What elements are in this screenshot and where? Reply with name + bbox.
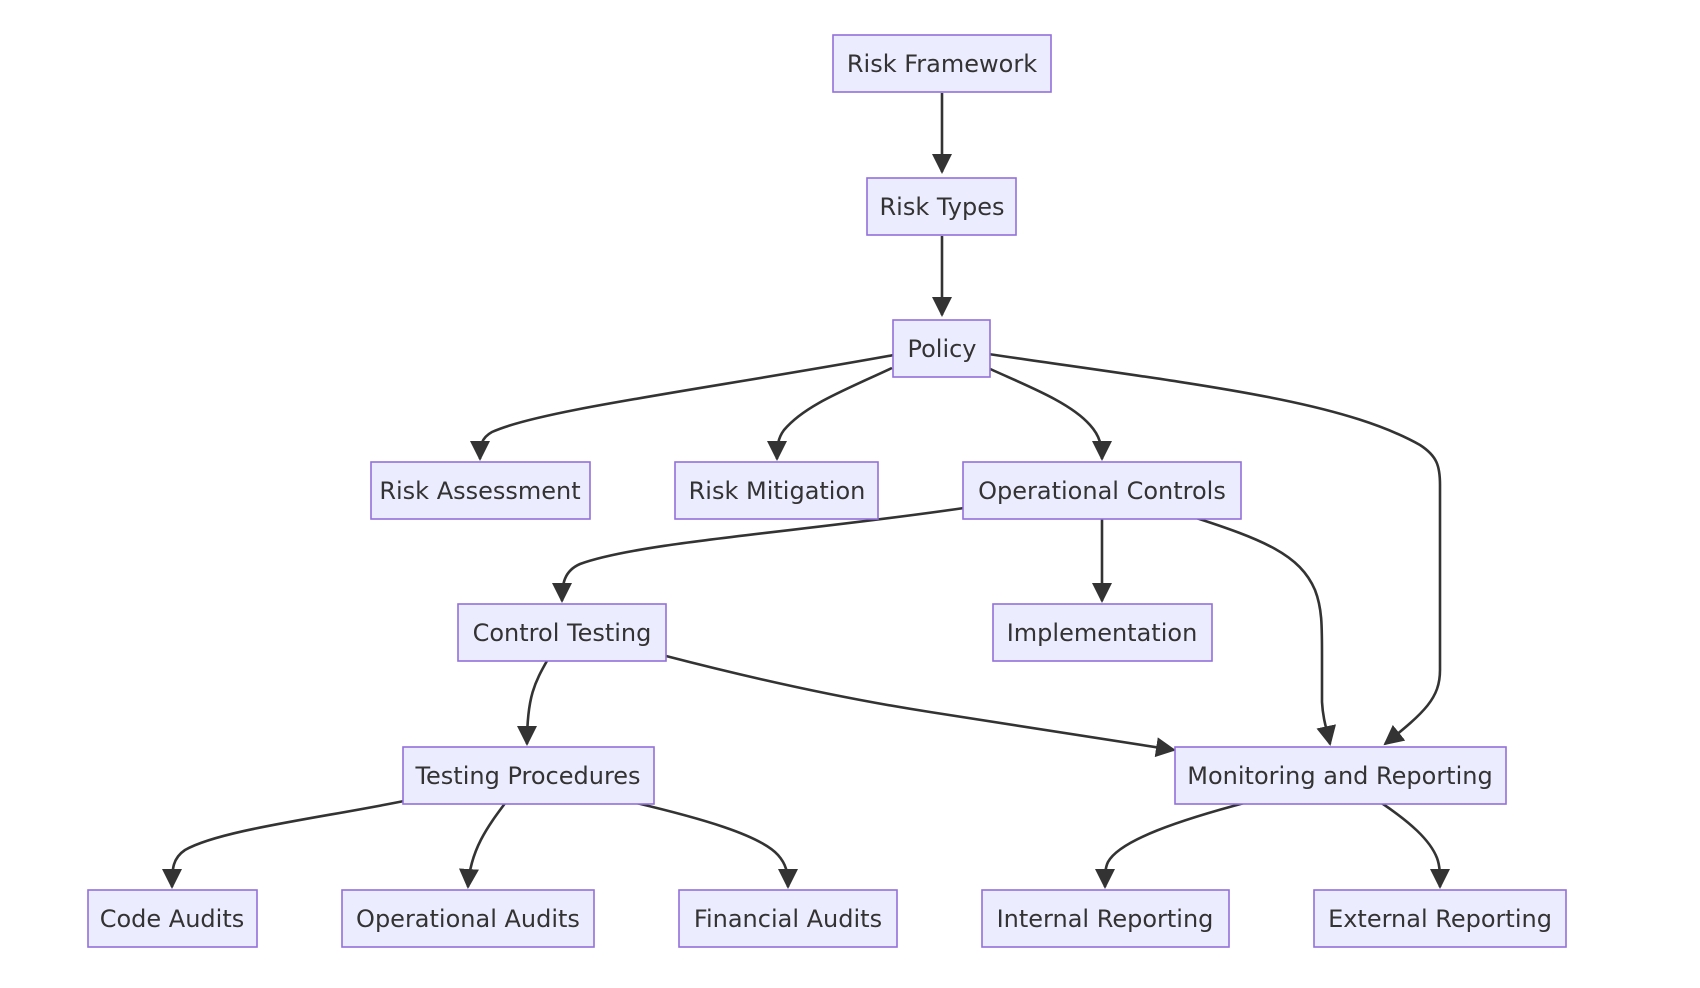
edge-testing-procedures-to-code-audits bbox=[162, 799, 405, 889]
node-operational-audits: Operational Audits bbox=[341, 889, 595, 948]
node-label: Risk Framework bbox=[847, 50, 1037, 78]
edge-control-testing-to-monitoring-reporting bbox=[665, 654, 1176, 758]
edge-policy-to-monitoring-reporting bbox=[987, 352, 1442, 746]
node-risk-mitigation: Risk Mitigation bbox=[674, 461, 879, 520]
edge-policy-to-risk-assessment bbox=[470, 353, 895, 461]
edge-monitoring-reporting-to-internal-reporting bbox=[1095, 800, 1249, 889]
node-label: External Reporting bbox=[1328, 905, 1552, 933]
node-monitoring-reporting: Monitoring and Reporting bbox=[1174, 746, 1507, 805]
node-label: Implementation bbox=[1007, 619, 1198, 647]
node-label: Operational Controls bbox=[978, 477, 1226, 505]
node-label: Financial Audits bbox=[694, 905, 882, 933]
node-risk-framework: Risk Framework bbox=[832, 34, 1052, 93]
node-label: Policy bbox=[907, 335, 976, 363]
node-financial-audits: Financial Audits bbox=[678, 889, 898, 948]
node-operational-controls: Operational Controls bbox=[962, 461, 1242, 520]
edge-testing-procedures-to-financial-audits bbox=[631, 800, 798, 889]
edge-monitoring-reporting-to-external-reporting bbox=[1379, 800, 1450, 889]
node-label: Monitoring and Reporting bbox=[1187, 762, 1492, 790]
node-internal-reporting: Internal Reporting bbox=[981, 889, 1230, 948]
edge-policy-to-risk-mitigation bbox=[767, 366, 893, 461]
node-label: Testing Procedures bbox=[414, 762, 640, 790]
node-label: Risk Assessment bbox=[379, 477, 580, 505]
node-control-testing: Control Testing bbox=[457, 603, 667, 662]
node-policy: Policy bbox=[892, 319, 991, 378]
node-code-audits: Code Audits bbox=[87, 889, 258, 948]
node-label: Internal Reporting bbox=[997, 905, 1214, 933]
node-label: Code Audits bbox=[100, 905, 245, 933]
edge-policy-to-operational-controls bbox=[987, 366, 1112, 461]
edge-operational-controls-to-control-testing bbox=[552, 506, 965, 603]
node-implementation: Implementation bbox=[992, 603, 1213, 662]
node-label: Operational Audits bbox=[356, 905, 580, 933]
edge-testing-procedures-to-operational-audits bbox=[458, 801, 508, 889]
node-label: Risk Mitigation bbox=[689, 477, 866, 505]
node-risk-types: Risk Types bbox=[866, 177, 1017, 236]
node-label: Risk Types bbox=[879, 193, 1004, 221]
edge-control-testing-to-testing-procedures bbox=[517, 658, 550, 746]
node-testing-procedures: Testing Procedures bbox=[402, 746, 655, 805]
node-risk-assessment: Risk Assessment bbox=[370, 461, 591, 520]
edge-operational-controls-to-monitoring-reporting bbox=[1189, 514, 1337, 746]
node-external-reporting: External Reporting bbox=[1313, 889, 1567, 948]
node-label: Control Testing bbox=[473, 619, 652, 647]
